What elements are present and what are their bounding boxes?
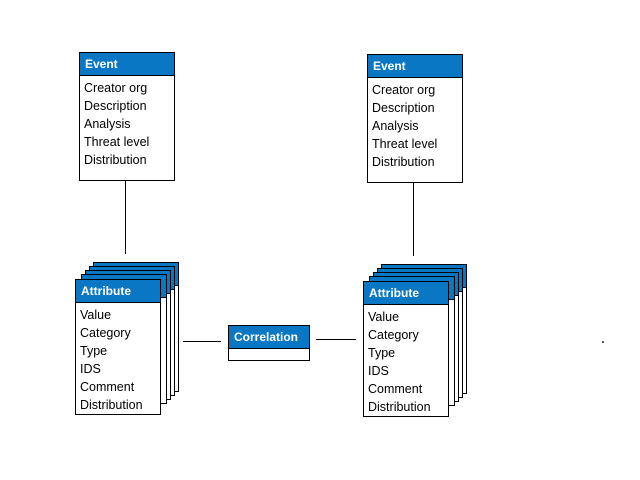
attribute-field: Comment <box>368 382 423 396</box>
connector-correlation-attribute-right <box>316 339 356 340</box>
attribute-fields-left: Value Category Type IDS Comment Distribu… <box>76 303 160 414</box>
event-field: Description <box>84 99 147 113</box>
attribute-field: Value <box>368 310 400 324</box>
attribute-field: IDS <box>368 364 389 378</box>
attribute-field: Distribution <box>80 398 143 412</box>
event-box-left: Event Creator org Description Analysis T… <box>79 52 175 181</box>
attribute-field: Value <box>80 308 112 322</box>
attribute-field: Type <box>80 344 108 358</box>
attribute-title-left: Attribute <box>76 280 160 303</box>
attribute-field: Comment <box>80 380 135 394</box>
event-fields-right: Creator org Description Analysis Threat … <box>368 78 462 171</box>
attribute-field: Distribution <box>368 400 431 414</box>
attribute-field: Category <box>80 326 131 340</box>
correlation-title: Correlation <box>229 326 309 349</box>
attribute-field: Type <box>368 346 396 360</box>
attribute-box-right: Attribute Value Category Type IDS Commen… <box>363 281 449 417</box>
event-title-left: Event <box>80 53 174 76</box>
attribute-field: IDS <box>80 362 101 376</box>
event-box-right: Event Creator org Description Analysis T… <box>367 54 463 183</box>
event-field: Threat level <box>84 135 150 149</box>
event-field: Analysis <box>372 119 419 133</box>
event-field: Analysis <box>84 117 131 131</box>
stray-mark <box>602 341 604 343</box>
attribute-box-left: Attribute Value Category Type IDS Commen… <box>75 279 161 415</box>
connector-event-attribute-left <box>125 181 126 254</box>
correlation-box: Correlation <box>228 325 310 361</box>
attribute-title-right: Attribute <box>364 282 448 305</box>
event-field: Description <box>372 101 435 115</box>
connector-event-attribute-right <box>413 183 414 256</box>
attribute-fields-right: Value Category Type IDS Comment Distribu… <box>364 305 448 416</box>
event-field: Threat level <box>372 137 438 151</box>
event-fields-left: Creator org Description Analysis Threat … <box>80 76 174 169</box>
event-field: Distribution <box>84 153 147 167</box>
connector-attribute-correlation-left <box>183 341 221 342</box>
event-field: Creator org <box>372 83 436 97</box>
event-title-right: Event <box>368 55 462 78</box>
attribute-field: Category <box>368 328 419 342</box>
event-field: Creator org <box>84 81 148 95</box>
event-field: Distribution <box>372 155 435 169</box>
